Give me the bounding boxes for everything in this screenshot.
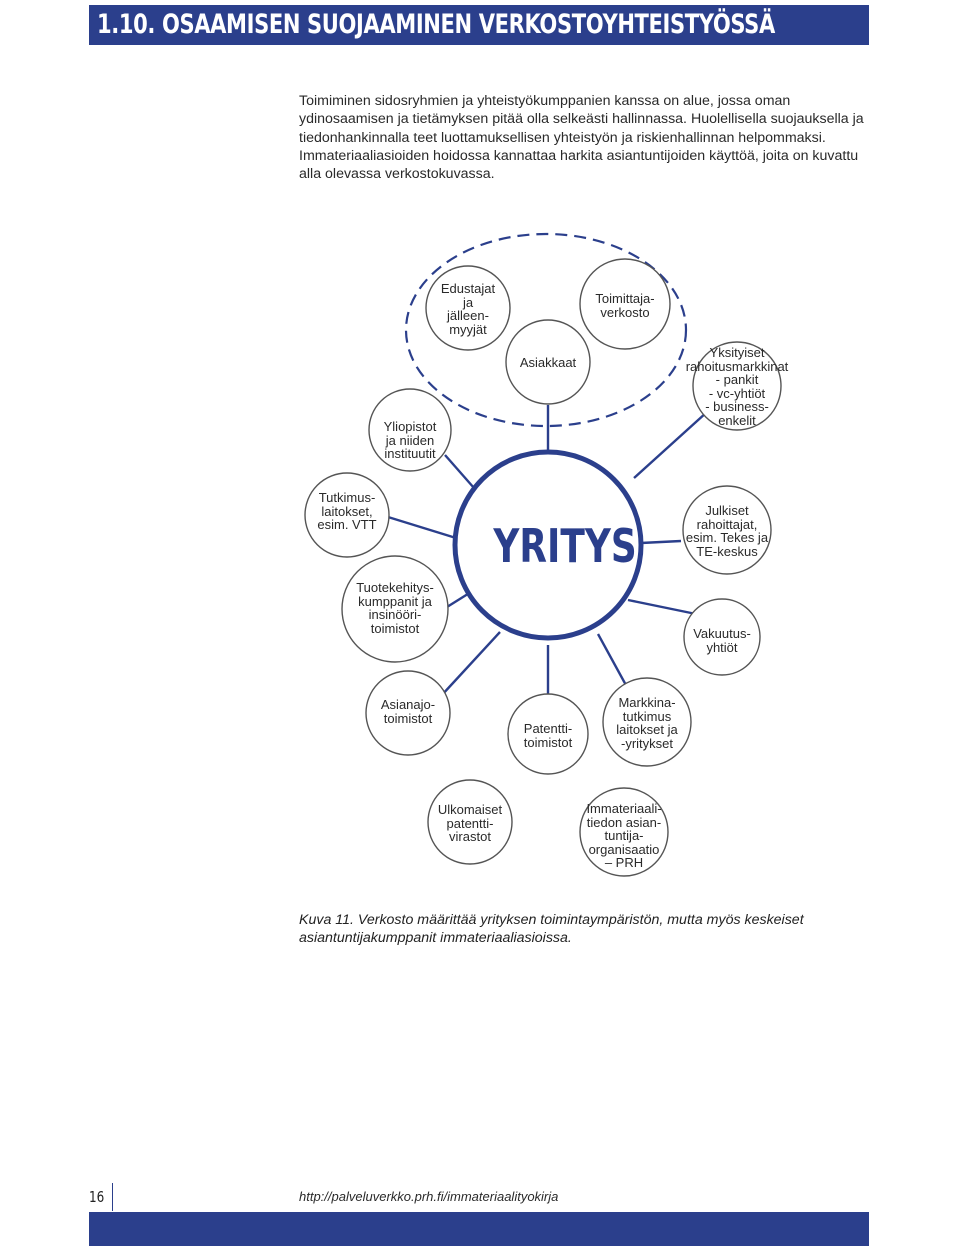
label-prh: Immateriaali- tiedon asian- tuntija- org… bbox=[586, 801, 662, 870]
node-vakuutus bbox=[683, 598, 761, 676]
connector-vakuutus bbox=[627, 598, 697, 616]
page-number: 16 bbox=[89, 1188, 105, 1206]
label-yksityiset: Yksityiset rahoitusmarkkinat - pankit - … bbox=[685, 345, 789, 428]
connector-asianajo bbox=[440, 631, 501, 697]
node-prh bbox=[579, 787, 669, 877]
node-markkina bbox=[602, 677, 692, 767]
label-ulkomaiset: Ulkomaiset patentti- virastot bbox=[437, 802, 503, 844]
connector-lines bbox=[387, 405, 708, 699]
label-markkina: Markkina- tutkimus laitokset ja -yrityks… bbox=[616, 695, 678, 751]
footer-url-link[interactable]: http://palveluverkko.prh.fi/immateriaali… bbox=[299, 1189, 559, 1204]
partner-group-dashed-ellipse bbox=[404, 232, 688, 428]
node-tutkimuslaitokset bbox=[304, 472, 390, 558]
header-bar: 1.10. OSAAMISEN SUOJAAMINEN VERKOSTOYHTE… bbox=[89, 5, 869, 45]
center-company-label: YRITYS bbox=[493, 519, 637, 573]
node-patentti bbox=[507, 693, 589, 775]
connector-yksityiset bbox=[633, 411, 708, 479]
node-ulkomaiset bbox=[427, 779, 513, 865]
label-toimittajaverkosto: Toimittaja- verkosto bbox=[595, 291, 655, 320]
intro-text: Toimiminen sidosryhmien ja yhteistyökump… bbox=[299, 92, 874, 183]
label-yliopistot: Yliopistot ja niiden instituutit bbox=[383, 419, 437, 461]
node-asianajo bbox=[365, 670, 451, 756]
label-julkiset: Julkiset rahoittajat, esim. Tekes ja TE-… bbox=[685, 503, 769, 559]
node-asiakkaat bbox=[505, 319, 591, 405]
label-tuotekehitys: Tuotekehitys- kumppanit ja insinööri- to… bbox=[356, 580, 434, 636]
connector-yliopistot bbox=[444, 454, 475, 489]
node-edustajat bbox=[425, 265, 511, 351]
label-edustajat: Edustajat ja jälleen- myyjät bbox=[440, 281, 496, 337]
footer-bar bbox=[89, 1212, 869, 1246]
page-title: 1.10. OSAAMISEN SUOJAAMINEN VERKOSTOYHTE… bbox=[97, 9, 775, 40]
connector-julkiset bbox=[640, 539, 682, 545]
label-vakuutus: Vakuutus- yhtiöt bbox=[693, 626, 751, 655]
footer-separator bbox=[112, 1183, 113, 1211]
figure-caption: Kuva 11. Verkosto määrittää yrityksen to… bbox=[299, 912, 804, 947]
node-julkiset bbox=[682, 485, 772, 575]
node-yliopistot bbox=[368, 388, 452, 472]
connector-tutkimus bbox=[387, 515, 457, 540]
intro-paragraph: Toimiminen sidosryhmien ja yhteistyökump… bbox=[299, 93, 864, 183]
label-asianajo: Asianajo- toimistot bbox=[380, 697, 436, 726]
node-yksityiset bbox=[692, 341, 782, 431]
label-tutkimuslaitokset: Tutkimus- laitokset, esim. VTT bbox=[317, 490, 377, 532]
node-toimittajaverkosto bbox=[579, 258, 671, 350]
label-patentti: Patentti- toimistot bbox=[523, 721, 573, 750]
node-tuotekehitys bbox=[341, 555, 449, 663]
center-company-circle bbox=[452, 449, 644, 641]
label-asiakkaat: Asiakkaat bbox=[519, 355, 577, 370]
